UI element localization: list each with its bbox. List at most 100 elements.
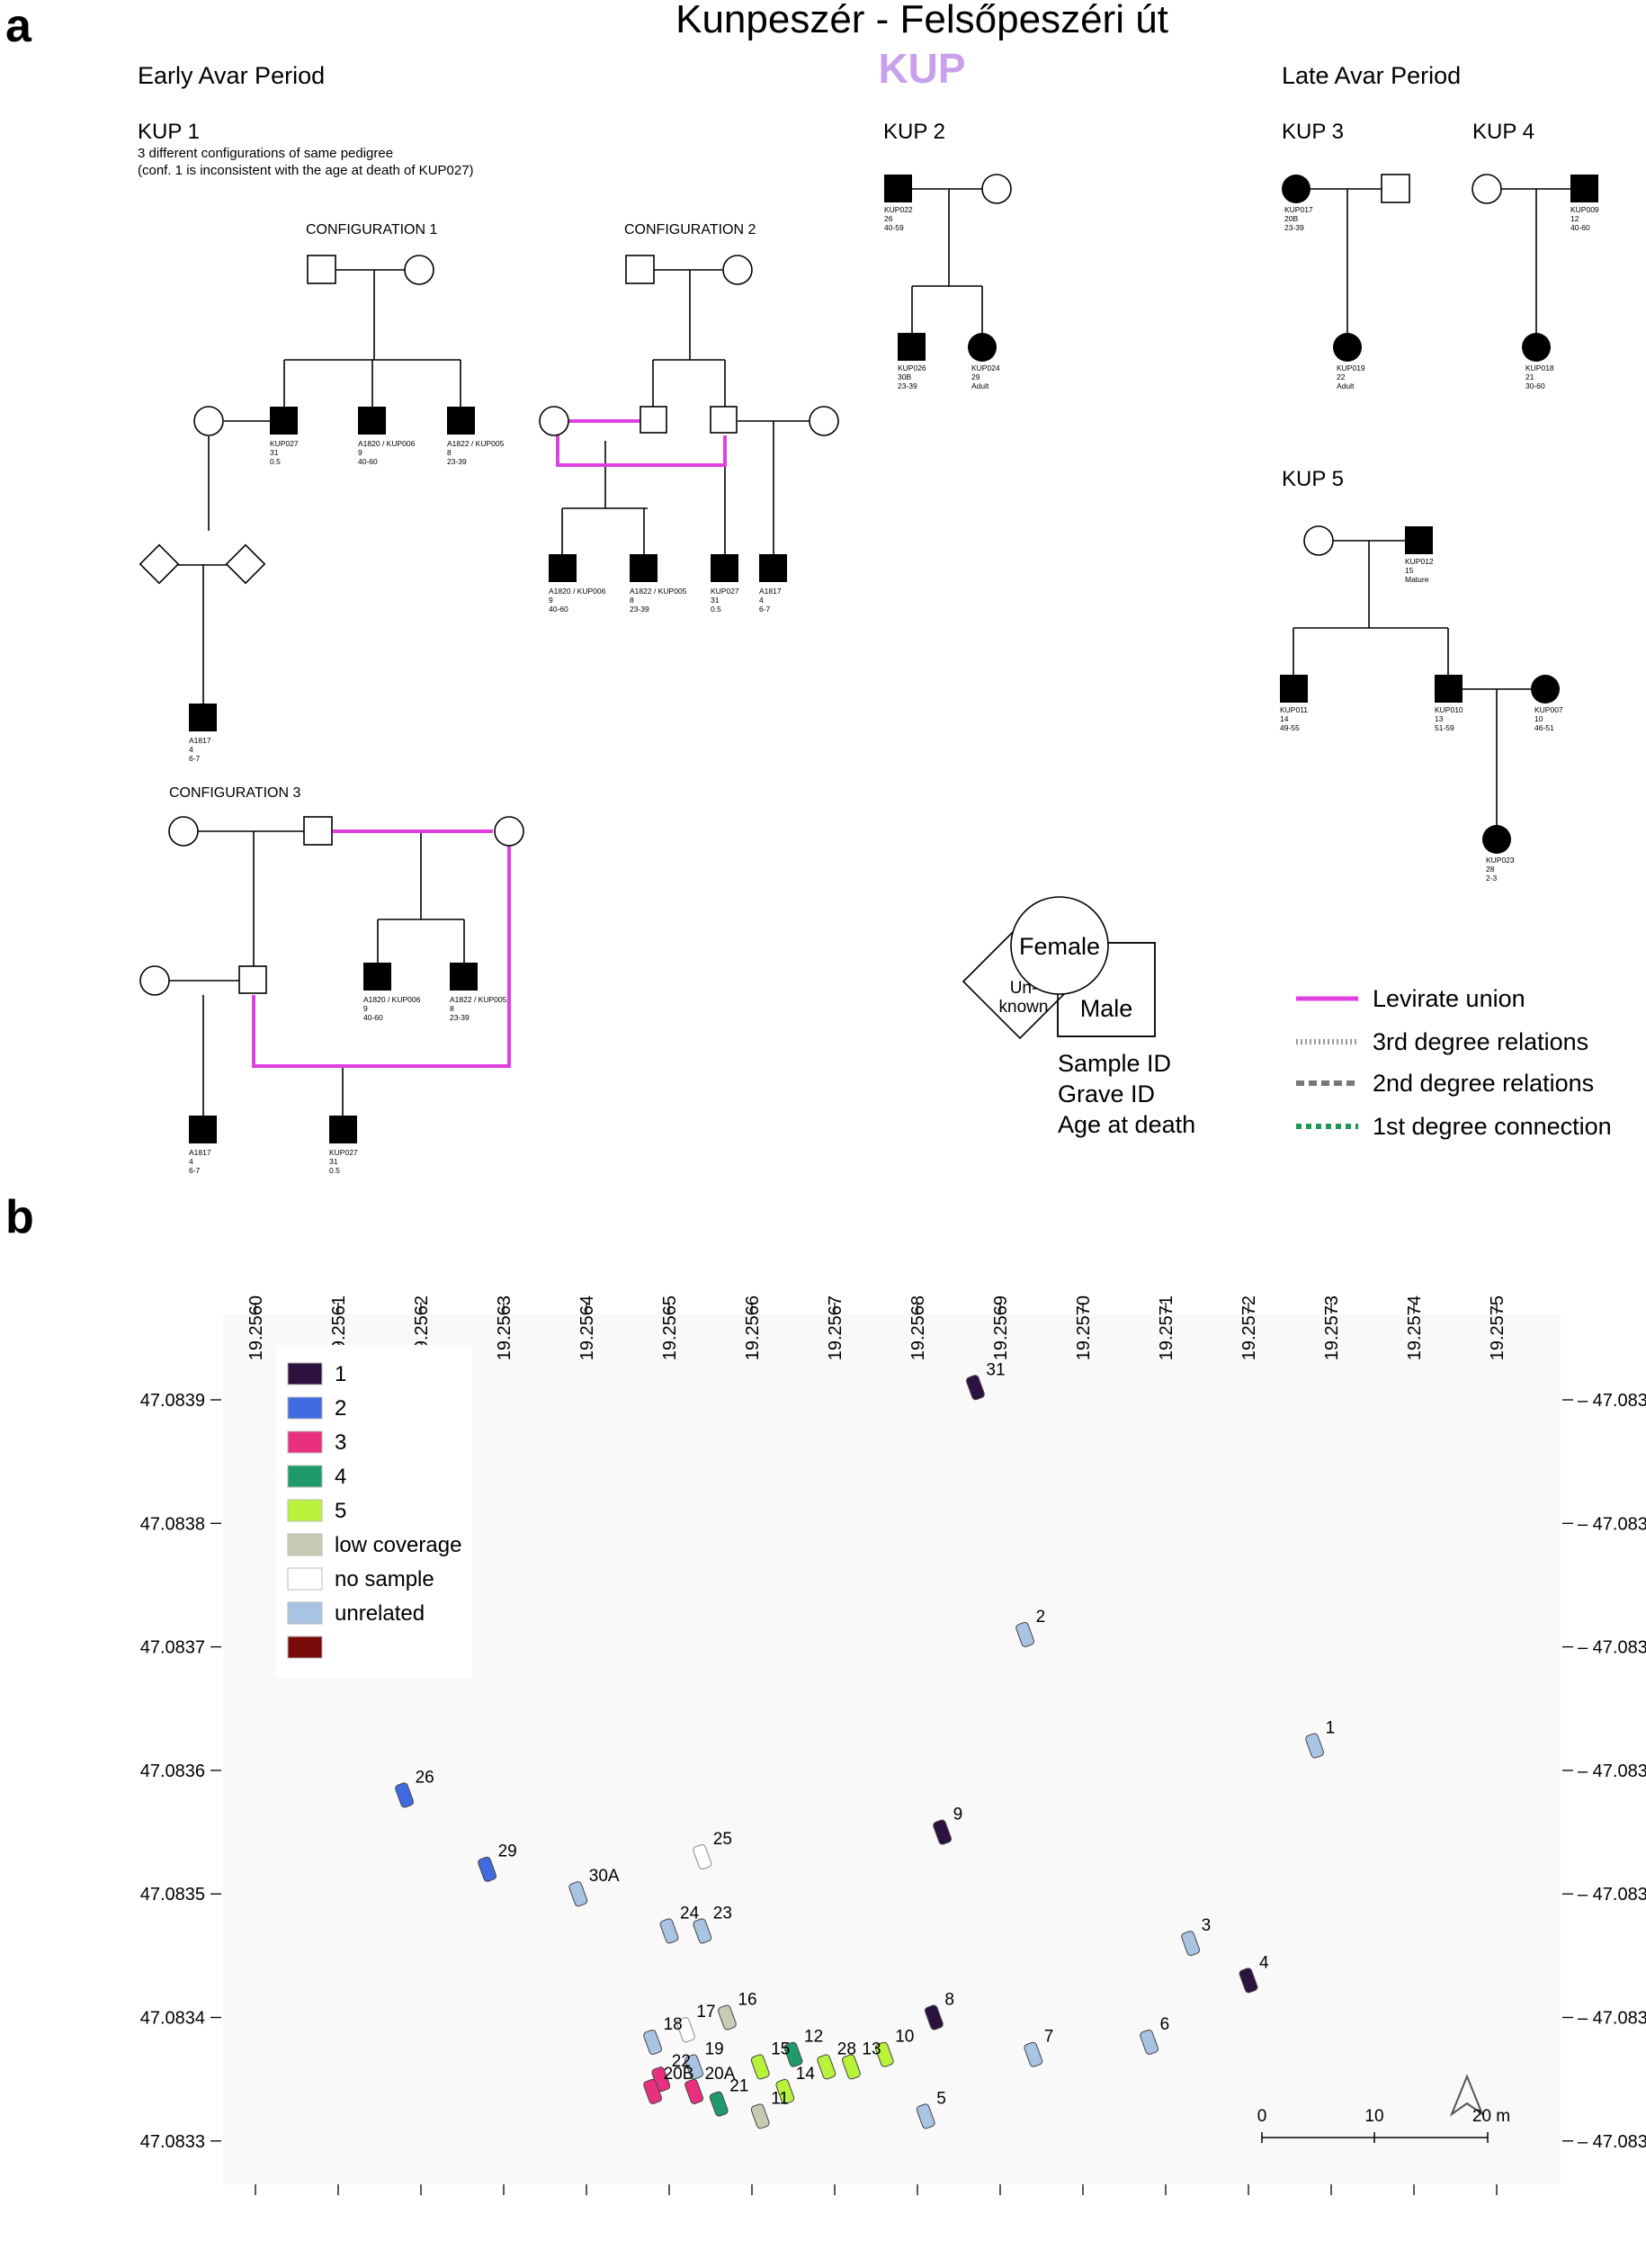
c3-second-wife-symbol	[494, 816, 524, 847]
legend-item-label: unrelated	[335, 1601, 425, 1626]
grave-18[interactable]	[643, 2029, 663, 2055]
individual-label-c2-a1822: 23-39	[630, 605, 649, 614]
individual-label-c2-a1822: 8	[630, 596, 634, 605]
y-tick-right-label: – 47.0838	[1578, 1514, 1646, 1534]
grave-11[interactable]	[750, 2103, 770, 2129]
individual-label-c3-kup027: KUP027	[329, 1148, 358, 1157]
x-tick-top-label: 19.2570	[1074, 1295, 1094, 1360]
scale-bar	[1261, 2132, 1489, 2143]
grave-16[interactable]	[717, 2004, 737, 2030]
individual-label-k5-kup011: KUP011	[1280, 705, 1308, 714]
legend-item-label: 1	[335, 1362, 346, 1386]
legend-swatch	[287, 1499, 323, 1522]
individual-label-k3-kup017: 23-39	[1284, 223, 1304, 232]
individual-label-k5-kup012: 15	[1405, 566, 1414, 575]
grave-6[interactable]	[1140, 2029, 1159, 2055]
k5-kup011-symbol	[1280, 675, 1308, 703]
individual-label-c2-kup027: 0.5	[711, 605, 721, 614]
individual-label-k4-kup018: 21	[1525, 372, 1534, 381]
key-female-label: Female	[1019, 933, 1100, 960]
grave-14[interactable]	[775, 2078, 795, 2104]
individual-label-k2-kup024: KUP024	[971, 363, 1000, 372]
grave-31[interactable]	[965, 1375, 985, 1401]
individual-label-k5-kup011: 49-55	[1280, 723, 1300, 732]
c2-a1817-symbol	[759, 554, 787, 582]
legend-swatch	[287, 1362, 323, 1385]
k2-kup024-symbol	[968, 333, 997, 362]
grave-28[interactable]	[817, 2054, 836, 2080]
c3-a1817-symbol	[189, 1116, 217, 1143]
grave-label-19: 19	[705, 2039, 724, 2058]
individual-label-c2-a1820: 40-60	[549, 605, 568, 614]
x-tick-top-label: 19.2573	[1322, 1295, 1342, 1360]
kup5-title: KUP 5	[1282, 467, 1344, 491]
grave-15[interactable]	[750, 2054, 770, 2080]
legend-item-label: 4	[335, 1465, 346, 1489]
k5-kup007-symbol	[1531, 675, 1560, 704]
c3-kup027-symbol	[329, 1116, 357, 1143]
grave-10[interactable]	[874, 2041, 894, 2067]
k4-kup018-symbol	[1522, 333, 1551, 362]
individual-label-k5-kup023: 28	[1486, 865, 1495, 874]
kup1-title: KUP 1	[138, 120, 200, 144]
grave-5[interactable]	[916, 2103, 935, 2129]
grave-30A[interactable]	[568, 1881, 588, 1907]
c2-levirate-lines	[556, 419, 727, 467]
grave-26[interactable]	[395, 1782, 415, 1808]
kup2-title: KUP 2	[883, 120, 945, 144]
grave-9[interactable]	[933, 1819, 953, 1845]
c1-unknown-symbol-right	[225, 543, 266, 585]
k5-kup010-symbol	[1435, 675, 1463, 703]
k4-kup009-symbol	[1570, 175, 1598, 202]
individual-label-c1-a1817: 6-7	[189, 754, 201, 763]
line-legend: Levirate union 3rd degree relations 2nd …	[1296, 985, 1612, 1140]
grave-label-25: 25	[713, 1830, 732, 1849]
grave-20B[interactable]	[643, 2078, 663, 2104]
c3-wife-symbol	[139, 965, 170, 996]
late-period-heading: Late Avar Period	[1282, 62, 1461, 89]
grave-12[interactable]	[783, 2041, 803, 2067]
grave-13[interactable]	[841, 2054, 861, 2080]
grave-20A[interactable]	[684, 2078, 704, 2104]
y-tick-right-label: – 47.0839	[1578, 1391, 1646, 1411]
grave-label-21: 21	[729, 2077, 748, 2096]
grave-25[interactable]	[693, 1843, 712, 1869]
x-tick-top-label: 19.2565	[660, 1295, 680, 1360]
individual-label-k2-kup022: KUP022	[884, 205, 913, 214]
y-axis-left: 47.083947.083847.083747.083647.083547.08…	[140, 1391, 221, 2152]
early-period-heading: Early Avar Period	[138, 62, 325, 89]
y-tick-right-label: – 47.0837	[1578, 1638, 1646, 1658]
grave-4[interactable]	[1239, 1968, 1258, 1994]
c2-son-2-symbol	[710, 406, 738, 434]
key-age-at-death: Age at death	[1058, 1111, 1195, 1138]
grave-29[interactable]	[478, 1856, 497, 1882]
c2-grandfather-symbol	[625, 255, 655, 284]
grave-19[interactable]	[684, 2054, 704, 2080]
panel-b-label: b	[5, 1191, 34, 1243]
grave-label-4: 4	[1259, 1953, 1269, 1972]
k5-mother-symbol	[1303, 525, 1334, 556]
c2-grandmother-symbol	[722, 255, 753, 285]
grave-3[interactable]	[1181, 1931, 1201, 1957]
grave-1[interactable]	[1305, 1733, 1325, 1759]
north-arrow-icon	[1449, 2074, 1485, 2117]
grave-8[interactable]	[924, 2004, 944, 2030]
c3-a1822-symbol	[450, 963, 478, 991]
individual-label-c1-a1822: 23-39	[447, 457, 467, 466]
kup4-pedigree	[1501, 188, 1570, 333]
grave-label-10: 10	[895, 2028, 914, 2047]
grave-21[interactable]	[709, 2091, 729, 2117]
symbol-key: Female Un-known Male Sample ID Grave ID …	[962, 896, 1195, 1138]
grave-17[interactable]	[675, 2017, 695, 2043]
grave-2[interactable]	[1015, 1621, 1035, 1647]
individual-label-c1-a1820: A1820 / KUP006	[358, 439, 416, 448]
grave-7[interactable]	[1024, 2041, 1043, 2067]
individual-label-k5-kup007: 10	[1534, 714, 1543, 723]
x-tick-top-label: 19.2571	[1157, 1295, 1176, 1360]
grave-24[interactable]	[659, 1918, 679, 1944]
configuration-2-title: CONFIGURATION 2	[624, 222, 756, 238]
x-tick-top-label: 19.2560	[246, 1295, 266, 1360]
grave-23[interactable]	[693, 1918, 712, 1944]
